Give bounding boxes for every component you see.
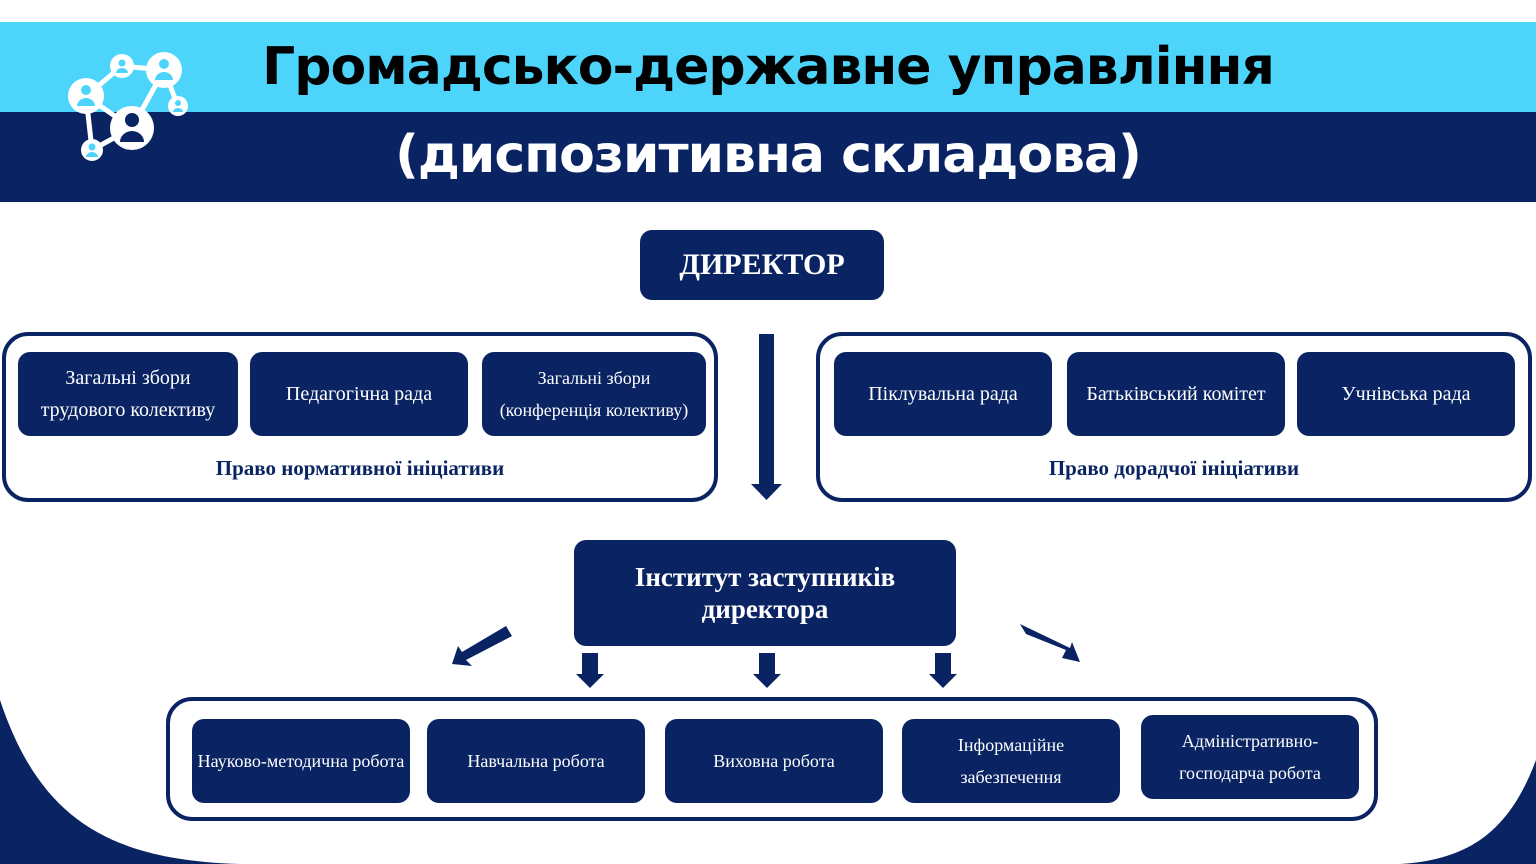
- scientific-methodical-box: Науково-методична робота: [192, 719, 410, 803]
- advisory-initiative-label: Право дорадчої ініціативи: [1048, 456, 1300, 480]
- advisory-initiative-group: Піклувальна рада Батьківський комітет Уч…: [816, 332, 1532, 502]
- header-band-top: [0, 22, 1536, 112]
- deputies-institute-box: Інститут заступників директора: [574, 540, 956, 646]
- upbringing-work-box: Виховна робота: [665, 719, 883, 803]
- normative-initiative-group: Загальні збори трудового колективу Педаг…: [2, 332, 718, 502]
- network-people-icon: [68, 52, 188, 161]
- board-of-trustees-box: Піклувальна рада: [834, 352, 1052, 436]
- information-support-box: Інформаційне забезпечення: [902, 719, 1120, 803]
- parents-committee-box: Батьківський комітет: [1067, 352, 1285, 436]
- general-meeting-box: Загальні збори трудового колективу: [18, 352, 238, 436]
- general-conference-box: Загальні збори (конференція колективу): [482, 352, 706, 436]
- page-title: Громадсько-державне управління: [262, 37, 1275, 97]
- director-box: ДИРЕКТОР: [640, 230, 884, 300]
- normative-initiative-label: Право нормативної ініціативи: [215, 456, 505, 480]
- student-council-box: Учнівська рада: [1297, 352, 1515, 436]
- educational-work-box: Навчальна робота: [427, 719, 645, 803]
- pedagogical-council-box: Педагогічна рада: [250, 352, 468, 436]
- page-subtitle: (диспозитивна складова): [395, 125, 1142, 185]
- header-band-bottom: [0, 112, 1536, 202]
- work-directions-group: Науково-методична робота Навчальна робот…: [166, 697, 1378, 821]
- administrative-economic-box: Адміністративно-господарча робота: [1141, 715, 1359, 799]
